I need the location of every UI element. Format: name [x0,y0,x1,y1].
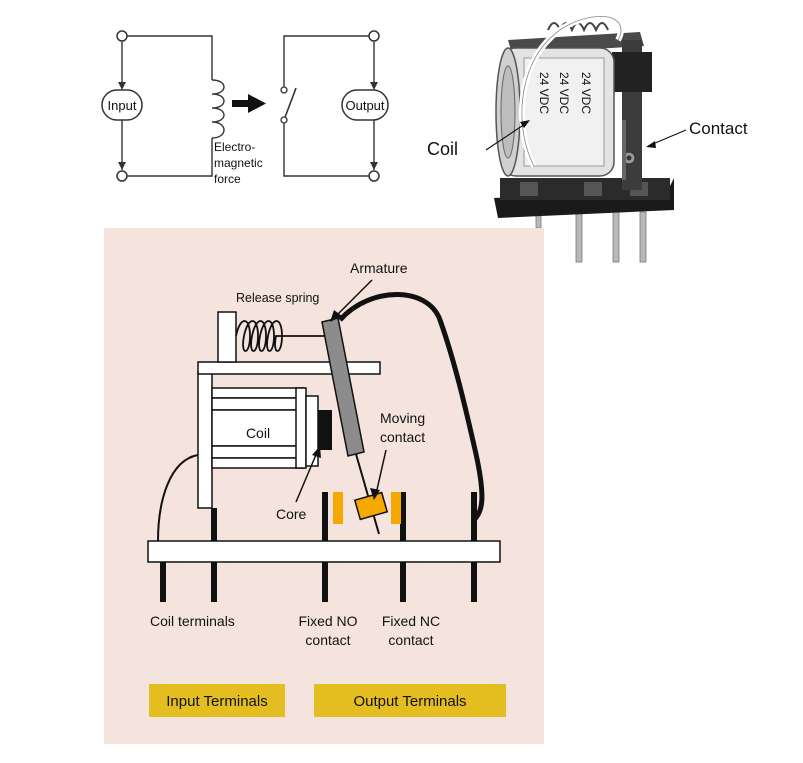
photo-coil-label: Coil [427,139,458,159]
moving-contact-label-line-2: contact [380,429,425,445]
fixed-no-label-line-2: contact [305,632,350,648]
relay-pin [575,211,583,263]
fixed-no-label-line-1: Fixed NO [298,613,357,629]
fixed-nc-contact-pad [391,492,401,524]
relay-schematic: Input Electro- magnetic force Output [101,30,389,186]
input-top-terminal [116,30,128,42]
cutaway-coil-label: Coil [246,425,270,441]
output-node [341,89,389,121]
photo-coil-callout: Coil [427,120,530,159]
force-label-line-2: magnetic [214,156,263,170]
release-spring-label: Release spring [236,291,319,305]
force-label-line-1: Electro- [214,140,255,154]
output-terminals-legend: Output Terminals [314,684,506,717]
coil-marking-text: 24 VDC [579,72,593,114]
output-label: Output [345,98,384,113]
coil-terminals-label: Coil terminals [150,613,235,629]
coil-marking-text: 24 VDC [537,72,551,114]
force-label-line-3: force [214,172,241,186]
cutaway-frame-top [197,361,381,375]
output-terminals-label: Output Terminals [353,693,466,710]
moving-contact-rod [355,453,380,535]
input-label: Input [108,98,137,113]
cutaway-core [318,410,332,450]
relay-pin [639,211,647,263]
fixed-nc-label-line-2: contact [388,632,433,648]
relay-cutaway: Coil [147,292,501,602]
fixed-no-contact-pad [333,492,343,524]
input-bottom-terminal [116,170,128,182]
core-leader [295,449,319,503]
coil-symbol [211,79,225,139]
switch-blade [283,87,297,121]
photo-contact-callout: Contact [646,119,748,148]
relay-photo: 24 VDC 24 VDC 24 VDC [494,13,674,263]
input-terminals-legend: Input Terminals [149,684,285,717]
release-spring [235,320,326,352]
input-circuit: Input [101,30,213,182]
input-terminals-label: Input Terminals [166,693,267,710]
photo-contact-label: Contact [689,119,748,138]
force-arrow-icon [232,94,266,113]
moving-contact-label-line-1: Moving [380,410,425,426]
switch-pivot-bottom [280,116,288,124]
cutaway-coil: Coil [211,387,319,469]
coil-marking-text: 24 VDC [557,72,571,114]
coil-lead-wire [157,454,199,542]
spring-post [217,311,237,363]
core-label: Core [276,506,307,522]
armature-label: Armature [350,260,408,276]
cutaway-base-bar [147,540,501,563]
armature-lead-wire [338,292,485,522]
output-circuit: Output [280,30,389,182]
relay-coil-body: 24 VDC 24 VDC 24 VDC [495,47,615,177]
armature-leader [333,279,373,319]
input-node [101,89,143,121]
switch-pivot-top [280,86,288,94]
cutaway-panel [104,228,544,744]
output-bottom-terminal [368,170,380,182]
relay-pin [612,211,620,263]
moving-contact-pad [353,491,389,521]
cutaway-frame-vertical [197,371,213,509]
output-top-terminal [368,30,380,42]
moving-contact-leader [375,449,387,495]
fixed-nc-label-line-1: Fixed NC [382,613,440,629]
